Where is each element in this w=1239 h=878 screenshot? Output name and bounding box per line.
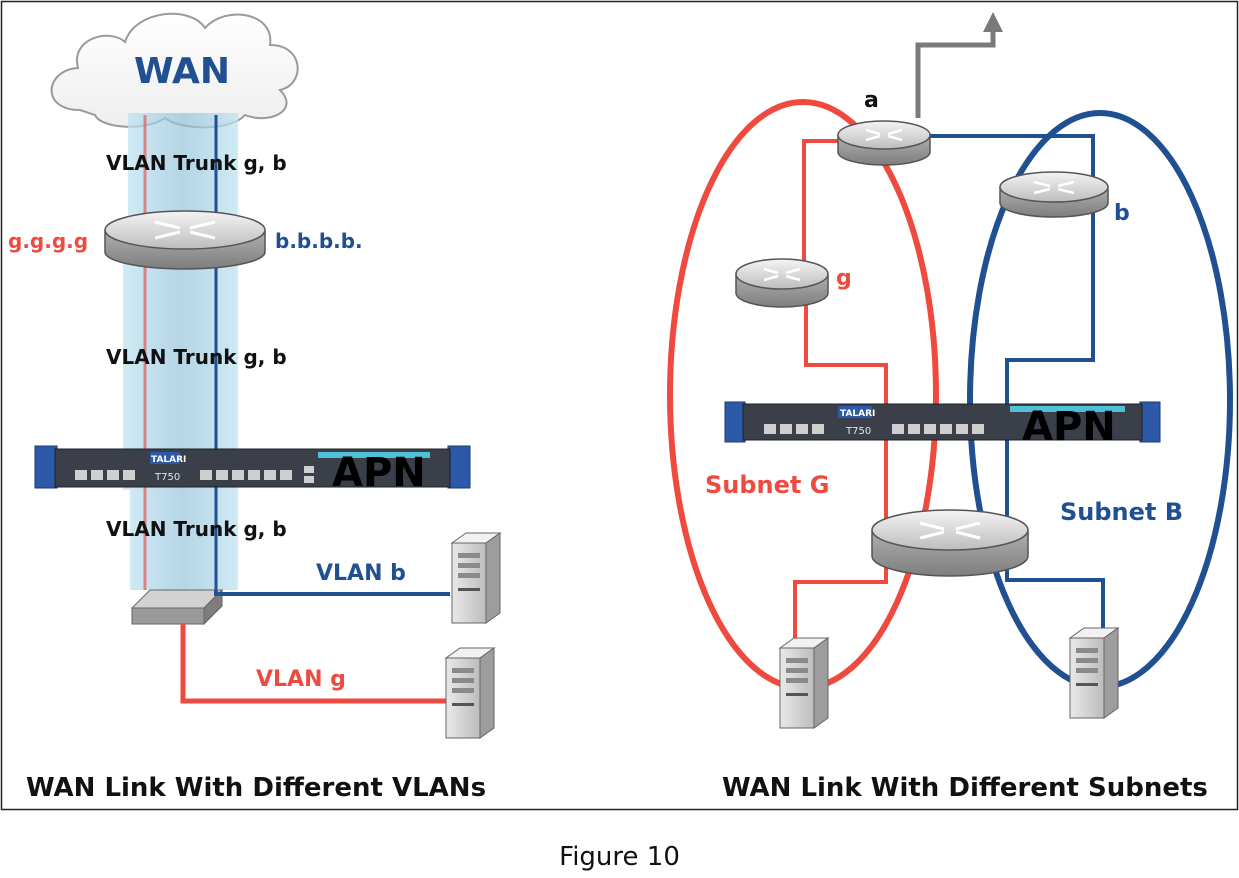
wan-label: WAN (134, 51, 230, 92)
left-diagram-title: WAN Link With Different VLANs (26, 773, 486, 803)
switch-icon (130, 588, 224, 626)
subnet-g-path (793, 139, 888, 660)
talari-appliance-left: TALARI T750 APN (34, 445, 471, 496)
right-diagram: a b g TALARI T750 (667, 12, 1233, 803)
appliance-model-right: T750 (845, 426, 871, 437)
trunk-bottom-label: VLAN Trunk g, b (106, 517, 287, 541)
router-g-icon (735, 258, 829, 308)
router-g-label: g (836, 266, 852, 291)
right-diagram-title: WAN Link With Different Subnets (722, 773, 1208, 803)
trunk-mid-label: VLAN Trunk g, b (106, 345, 287, 369)
router-a-label: a (864, 88, 879, 113)
router-b-label: b (1114, 201, 1130, 226)
server-icon (778, 637, 830, 729)
uplink-arrow-head-icon (983, 12, 1003, 32)
appliance-label-right: APN (1022, 404, 1116, 450)
figure-caption: Figure 10 (559, 842, 680, 872)
server-icon (1068, 627, 1120, 719)
core-router-icon (871, 509, 1029, 577)
server-icon (444, 647, 496, 739)
left-diagram: WAN VLAN Trunk g, b VLAN Trunk g, b VLAN… (8, 12, 502, 803)
uplink-arrow-line (915, 28, 996, 118)
appliance-brand-left: TALARI (151, 455, 186, 465)
wan-cloud-icon: WAN (50, 12, 299, 129)
trunk-top-label: VLAN Trunk g, b (106, 151, 287, 175)
router-b-address: b.b.b.b. (275, 229, 363, 253)
appliance-brand-right: TALARI (840, 409, 875, 419)
vlan-g-link (180, 624, 448, 704)
vlan-trunk-band-bottom (130, 490, 238, 590)
vlan-g-label: VLAN g (256, 667, 346, 692)
appliance-label-left: APN (332, 450, 426, 496)
router-b-icon (999, 171, 1109, 218)
appliance-model-left: T750 (154, 472, 180, 483)
router-icon (104, 210, 266, 270)
subnet-b-path (925, 134, 1105, 640)
vlan-b-link (214, 590, 450, 596)
router-a-icon (837, 120, 931, 166)
subnet-g-label: Subnet G (705, 471, 829, 499)
vlan-b-label: VLAN b (316, 561, 406, 586)
talari-appliance-right: TALARI T750 APN (724, 401, 1161, 450)
subnet-b-label: Subnet B (1060, 498, 1183, 526)
router-g-address: g.g.g.g (8, 229, 88, 253)
server-icon (450, 532, 502, 624)
